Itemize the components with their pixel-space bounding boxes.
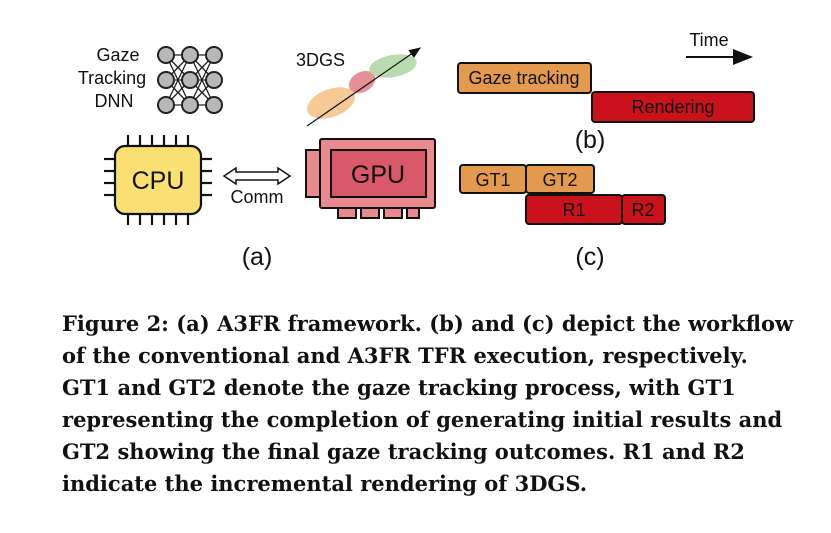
r2-label: R2 — [631, 200, 654, 220]
cpu-label: CPU — [132, 167, 185, 195]
panel-c: GT1 GT2 R1 R2 (c) — [459, 164, 666, 271]
gt1-label: GT1 — [475, 170, 510, 190]
r1-label: R1 — [562, 200, 585, 220]
gaze-tracking-bar — [457, 62, 592, 94]
rendering-bar — [591, 91, 755, 123]
dnn-label-line-3: DNN — [95, 91, 134, 111]
comm-double-arrow-icon — [222, 166, 292, 186]
dnn-label-line-1: Gaze — [96, 45, 139, 65]
neural-network-icon — [157, 46, 223, 114]
rendering-bar-label: Rendering — [631, 97, 714, 117]
gt2-bar — [525, 164, 595, 194]
figure-2-diagram: Gaze Tracking DNN 3DGS — [78, 30, 755, 271]
gaze-tracking-bar-label: Gaze tracking — [468, 68, 579, 88]
panel-a: Gaze Tracking DNN 3DGS — [78, 45, 436, 271]
panel-b-sublabel: (b) — [575, 126, 606, 154]
time-label: Time — [689, 30, 728, 50]
comm-label: Comm — [231, 187, 284, 207]
cpu-chip-icon — [104, 135, 212, 225]
r2-bar — [621, 194, 666, 225]
figure-caption: Figure 2: (a) A3FR framework. (b) and (c… — [62, 311, 794, 496]
gpu-label: GPU — [351, 161, 405, 189]
dnn-label-line-2: Tracking — [78, 68, 146, 88]
gpu-card-icon — [305, 138, 436, 219]
gaussian-splat-icon — [306, 47, 421, 127]
3dgs-label: 3DGS — [296, 50, 345, 70]
gt2-label: GT2 — [542, 170, 577, 190]
panel-b: Time Gaze tracking Rendering (b) — [457, 30, 755, 154]
panel-a-sublabel: (a) — [242, 243, 273, 271]
panel-c-sublabel: (c) — [575, 243, 604, 271]
